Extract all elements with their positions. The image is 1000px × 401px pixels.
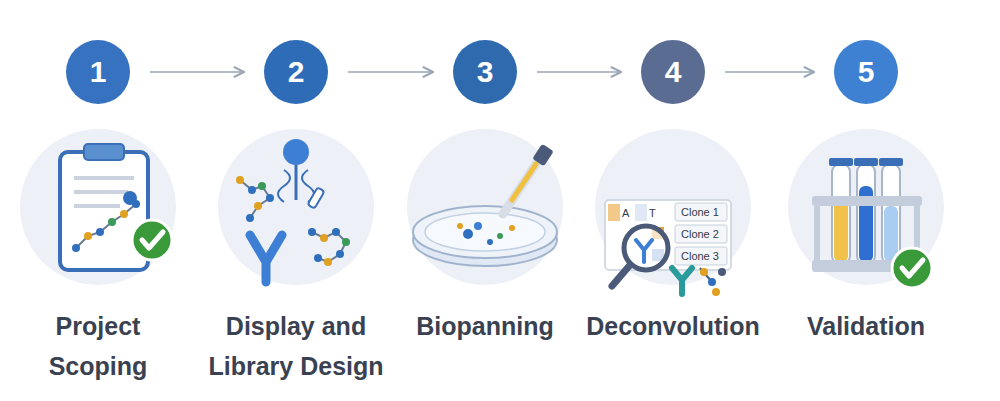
phage-library-icon — [236, 139, 350, 282]
step-label: Validation — [766, 306, 966, 346]
step-number: 5 — [834, 40, 898, 104]
step-number: 1 — [66, 40, 130, 104]
step-number: 3 — [453, 40, 517, 104]
icon-circle — [20, 129, 176, 285]
petri-dish-icon — [413, 144, 557, 266]
step-number-text: 1 — [90, 55, 107, 89]
column-header: T — [649, 206, 656, 220]
step-number-text: 2 — [288, 55, 305, 89]
column-header: A — [622, 206, 629, 220]
flow-arrow — [150, 71, 244, 73]
step-icon: Deconvolution — [595, 129, 751, 285]
icon-circle — [218, 129, 374, 285]
step-icon: Project Scoping — [20, 129, 176, 285]
clone-table-icon — [605, 200, 731, 296]
step-number-text: 3 — [477, 55, 494, 89]
step-label: Display and Library Design — [196, 306, 396, 386]
step-label: Project Scoping — [33, 306, 163, 386]
step-number-text: 4 — [665, 55, 682, 89]
step-label: Deconvolution — [563, 306, 783, 346]
step-icon: Validation — [788, 129, 944, 285]
step-label: Biopanning — [385, 306, 585, 346]
step-number: 2 — [264, 40, 328, 104]
icon-circle — [788, 129, 944, 285]
clipboard-icon — [60, 144, 172, 270]
icon-circle — [407, 129, 563, 285]
icon-circle — [595, 129, 751, 285]
step-icon: Display and Library Design — [218, 129, 374, 285]
clone-label: Clone 1 — [681, 205, 719, 219]
clone-label: Clone 2 — [681, 227, 719, 241]
test-tube-rack-icon — [812, 158, 932, 288]
flow-arrow — [537, 71, 621, 73]
flow-arrow — [725, 71, 814, 73]
flow-arrow — [348, 71, 433, 73]
step-number-text: 5 — [858, 55, 875, 89]
clone-label: Clone 3 — [681, 249, 719, 263]
step-icon: Biopanning — [407, 129, 563, 285]
step-number: 4 — [641, 40, 705, 104]
